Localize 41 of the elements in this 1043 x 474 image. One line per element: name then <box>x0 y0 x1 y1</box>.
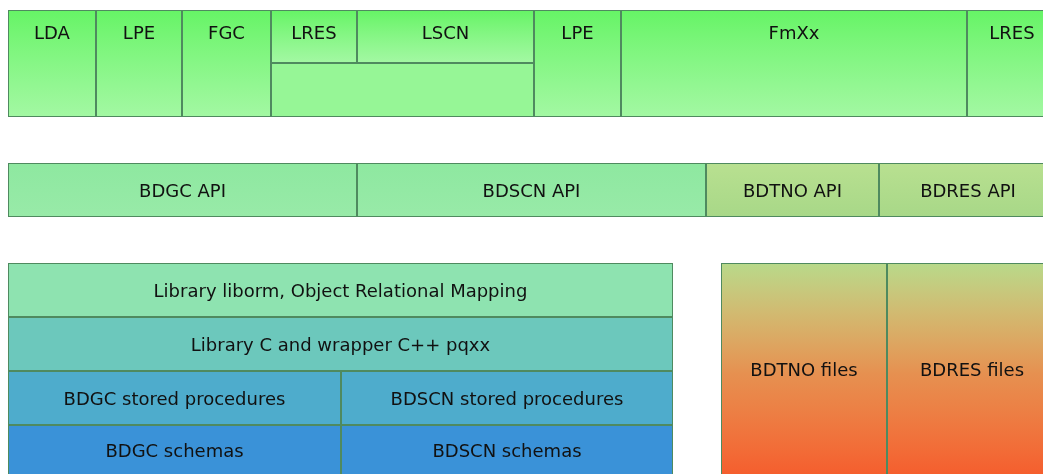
layer-block <box>8 163 357 217</box>
block-label: FmXx <box>768 21 820 45</box>
block-label: LPE <box>122 21 156 45</box>
layer-block <box>8 10 96 117</box>
layer-block <box>341 371 673 425</box>
layer-block <box>271 10 357 63</box>
block-label: BDGC API <box>139 178 226 203</box>
layer-block <box>721 263 887 474</box>
block-label: Library liborm, Object Relational Mapping <box>153 278 528 303</box>
layer-block <box>8 263 673 317</box>
block-label: BDSCN API <box>482 178 581 203</box>
layer-block <box>534 10 621 117</box>
block-label: BDTNO API <box>742 178 842 203</box>
block-label: BDGC stored procedures <box>63 386 286 411</box>
block-label: BDSCN stored procedures <box>390 386 624 411</box>
layer-block <box>182 10 271 117</box>
block-label: LRES <box>989 21 1035 45</box>
block-label: LRES <box>291 21 337 45</box>
layer-block <box>341 425 673 474</box>
layer-block <box>8 317 673 371</box>
block-label: FGC <box>208 21 245 45</box>
block-label: BDSCN schemas <box>432 438 582 463</box>
layer-block <box>887 263 1043 474</box>
block-label: BDGC schemas <box>105 438 244 463</box>
block-label: LSCN <box>421 21 470 45</box>
block-label: BDRES API <box>920 178 1016 203</box>
block-label: BDTNO files <box>750 357 858 382</box>
layer-block <box>621 10 967 117</box>
layer-block <box>8 425 341 474</box>
empty-block <box>271 63 534 117</box>
block-label: LDA <box>34 21 70 45</box>
block-label: BDRES files <box>920 357 1024 382</box>
layer-block <box>357 10 534 63</box>
block-label: LPE <box>561 21 594 45</box>
layer-block <box>357 163 706 217</box>
layer-block <box>8 371 341 425</box>
block-label: Library C and wrapper C++ pqxx <box>190 332 491 357</box>
layer-block <box>96 10 182 117</box>
layer-block <box>967 10 1043 117</box>
layer-block <box>706 163 879 217</box>
layer-block <box>879 163 1043 217</box>
